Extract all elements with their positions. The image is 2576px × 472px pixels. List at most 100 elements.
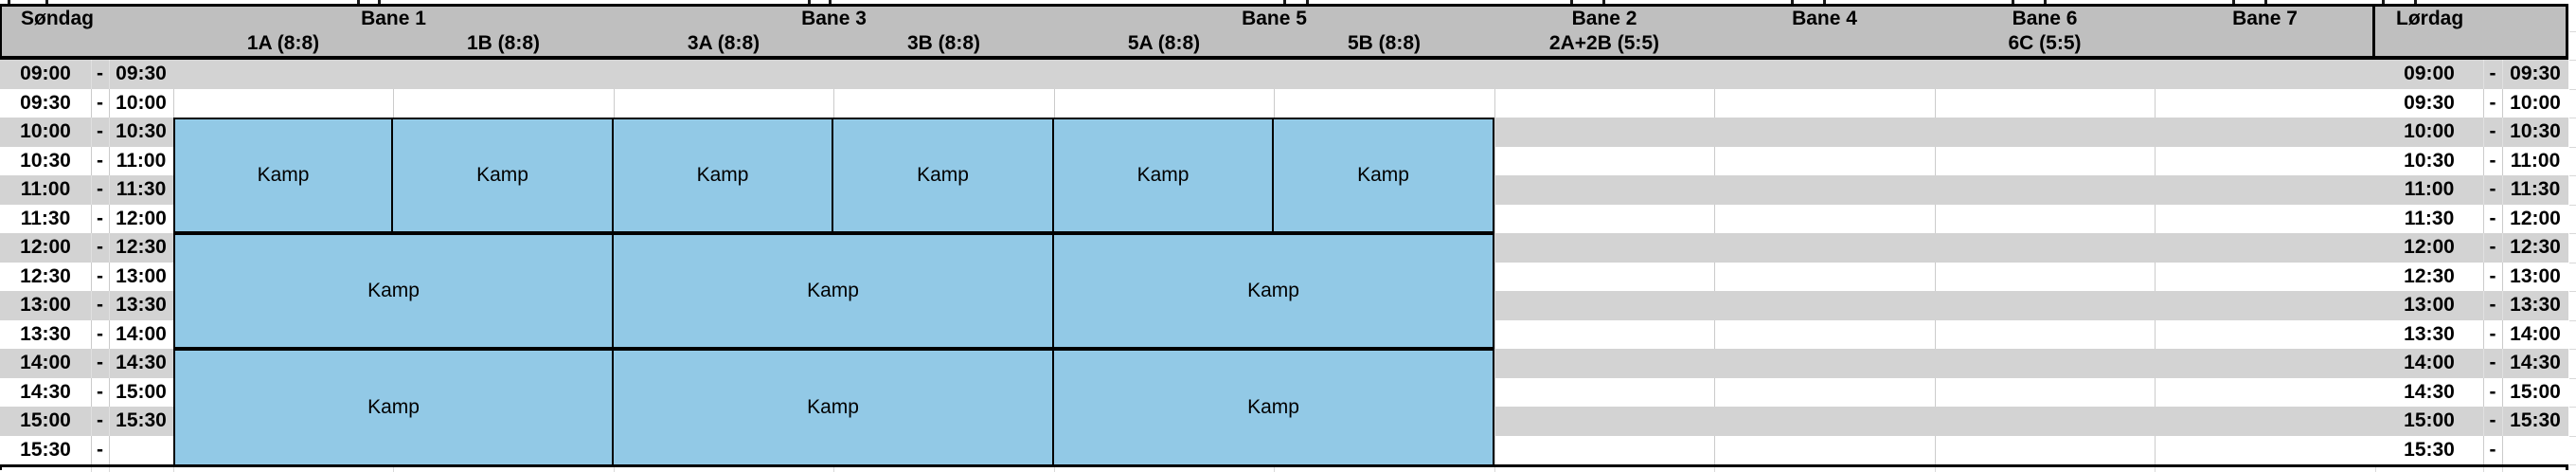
time-cell-left[interactable]: 13:30-14:00	[0, 320, 173, 350]
start-time: 13:00	[2404, 294, 2455, 317]
right-grid-stub	[2569, 204, 2576, 206]
start-time: 14:00	[2404, 352, 2455, 374]
time-cell-right[interactable]: 09:30-10:00	[2375, 89, 2568, 118]
bane-header-1[interactable]: Bane 1	[361, 8, 426, 29]
time-cell-right[interactable]: 10:30-11:00	[2375, 147, 2568, 176]
end-time: 12:00	[2510, 207, 2561, 229]
pitch-header-3b[interactable]: 3B (8:8)	[906, 32, 981, 54]
time-cell-right[interactable]: 09:00 -09:30	[2375, 60, 2568, 89]
dash: -	[2489, 63, 2496, 85]
crop-tick	[45, 0, 48, 4]
pitch-header-bane7-empty[interactable]	[2155, 31, 2375, 56]
kamp-cell-r1-3a[interactable]: Kamp	[614, 118, 833, 233]
bane-header-5[interactable]: Bane 5	[1242, 8, 1307, 29]
time-cell-right[interactable]: 12:00-12:30	[2375, 233, 2568, 263]
start-time: 15:00	[2404, 409, 2455, 432]
dash: -	[97, 264, 103, 287]
dash: -	[2489, 409, 2496, 432]
day-header-saturday[interactable]: Lørdag	[2396, 8, 2464, 29]
end-time: 12:30	[116, 236, 167, 259]
dash: -	[97, 63, 103, 85]
bane-header-3[interactable]: Bane 3	[801, 8, 867, 29]
start-time: 12:30	[20, 264, 71, 287]
crop-tick	[1791, 0, 1794, 4]
start-time: 10:30	[2404, 149, 2455, 172]
kamp-cell-r1-3b[interactable]: Kamp	[833, 118, 1054, 233]
time-cell-left[interactable]: 11:00-11:30	[0, 175, 173, 205]
start-time: 13:00	[20, 294, 71, 317]
time-cell-right[interactable]: 13:00-13:30	[2375, 291, 2568, 320]
kamp-cell-r2-3ab[interactable]: Kamp	[614, 233, 1054, 349]
bane-header-4[interactable]: Bane 4	[1792, 8, 1857, 29]
end-time: 11:00	[2510, 149, 2561, 172]
bottom-grid-stub	[173, 467, 174, 472]
time-cell-right[interactable]: 11:30-12:00	[2375, 205, 2568, 234]
start-time: 09:30	[2404, 91, 2455, 114]
bane-header-6[interactable]: Bane 6	[2012, 8, 2078, 29]
time-cell-left[interactable]: 14:00-14:30	[0, 349, 173, 378]
kamp-label: Kamp	[1247, 280, 1299, 301]
bottom-grid-stub	[1714, 467, 1715, 472]
right-grid-stub	[2569, 146, 2576, 148]
time-cell-left[interactable]: 09:00-09:30	[0, 60, 173, 89]
time-cell-right[interactable]: 13:30-14:00	[2375, 320, 2568, 350]
end-time: 09:30	[2510, 63, 2561, 85]
pitch-header-5a[interactable]: 5A (8:8)	[1127, 32, 1201, 54]
time-cell-left[interactable]: 15:30-	[0, 436, 173, 465]
time-cell-left[interactable]: 13:00-13:30	[0, 291, 173, 320]
kamp-cell-r1-1a[interactable]: Kamp	[173, 118, 393, 233]
time-cell-right[interactable]: 12:30-13:00	[2375, 263, 2568, 292]
kamp-label: Kamp	[1247, 396, 1299, 418]
time-cell-left[interactable]: 15:00-15:30	[0, 407, 173, 436]
time-cell-left[interactable]: 09:30-10:00	[0, 89, 173, 118]
time-cell-right[interactable]: 15:30-	[2375, 436, 2568, 465]
time-cell-left[interactable]: 14:30-15:00	[0, 378, 173, 408]
pitch-header-1a[interactable]: 1A (8:8)	[246, 32, 320, 54]
start-time: 14:30	[2404, 380, 2455, 403]
time-cell-right[interactable]: 10:00-10:30	[2375, 118, 2568, 147]
kamp-cell-r2-5ab[interactable]: Kamp	[1054, 233, 1494, 349]
time-cell-right[interactable]: 14:30-15:00	[2375, 378, 2568, 408]
table-top-border	[0, 4, 2568, 7]
kamp-cell-r2-1ab[interactable]: Kamp	[173, 233, 614, 349]
dash: -	[97, 380, 103, 403]
time-cell-left[interactable]: 11:30-12:00	[0, 205, 173, 234]
pitch-header-1b[interactable]: 1B (8:8)	[466, 32, 541, 54]
pitch-header-5b[interactable]: 5B (8:8)	[1347, 32, 1422, 54]
kamp-label: Kamp	[696, 164, 749, 186]
pitch-header-6c[interactable]: 6C (5:5)	[2008, 32, 2082, 54]
kamp-cell-r1-5b[interactable]: Kamp	[1274, 118, 1494, 233]
time-cell-left[interactable]: 12:00-12:30	[0, 233, 173, 263]
bane-header-2[interactable]: Bane 2	[1571, 8, 1637, 29]
kamp-cell-r3-5ab[interactable]: Kamp	[1054, 349, 1494, 464]
crop-tick	[829, 0, 832, 4]
start-time: 09:00	[20, 63, 71, 85]
pitch-header-bane4-empty[interactable]	[1714, 31, 1935, 56]
end-time: 12:00	[116, 207, 167, 229]
end-time: 14:00	[116, 322, 167, 345]
bane-header-7[interactable]: Bane 7	[2232, 8, 2298, 29]
day-header-sunday[interactable]: Søndag	[21, 8, 94, 29]
dash: -	[97, 120, 103, 143]
time-cell-right[interactable]: 11:00-11:30	[2375, 175, 2568, 205]
bottom-grid-stub	[2155, 467, 2156, 472]
start-time: 11:30	[2404, 207, 2455, 229]
time-cell-left[interactable]: 12:30 -13:00	[0, 263, 173, 292]
kamp-cell-r1-5a[interactable]: Kamp	[1054, 118, 1274, 233]
dash: -	[2489, 322, 2496, 345]
time-cell-right[interactable]: 15:00-15:30	[2375, 407, 2568, 436]
crop-tick	[8, 0, 10, 4]
time-cell-left[interactable]: 10:00-10:30	[0, 118, 173, 147]
time-cell-right[interactable]: 14:00-14:30	[2375, 349, 2568, 378]
kamp-cell-r3-3ab[interactable]: Kamp	[614, 349, 1054, 464]
time-cell-left[interactable]: 10:30-11:00	[0, 147, 173, 176]
end-time: 13:00	[116, 264, 167, 287]
start-time: 11:00	[2404, 178, 2455, 201]
start-time: 09:00	[2404, 63, 2455, 85]
dash: -	[97, 409, 103, 432]
pitch-header-3a[interactable]: 3A (8:8)	[687, 32, 760, 54]
kamp-cell-r3-1ab[interactable]: Kamp	[173, 349, 614, 464]
pitch-header-2a2b[interactable]: 2A+2B (5:5)	[1548, 32, 1660, 54]
kamp-cell-r1-1b[interactable]: Kamp	[393, 118, 614, 233]
bottom-grid-stub	[2502, 467, 2503, 472]
